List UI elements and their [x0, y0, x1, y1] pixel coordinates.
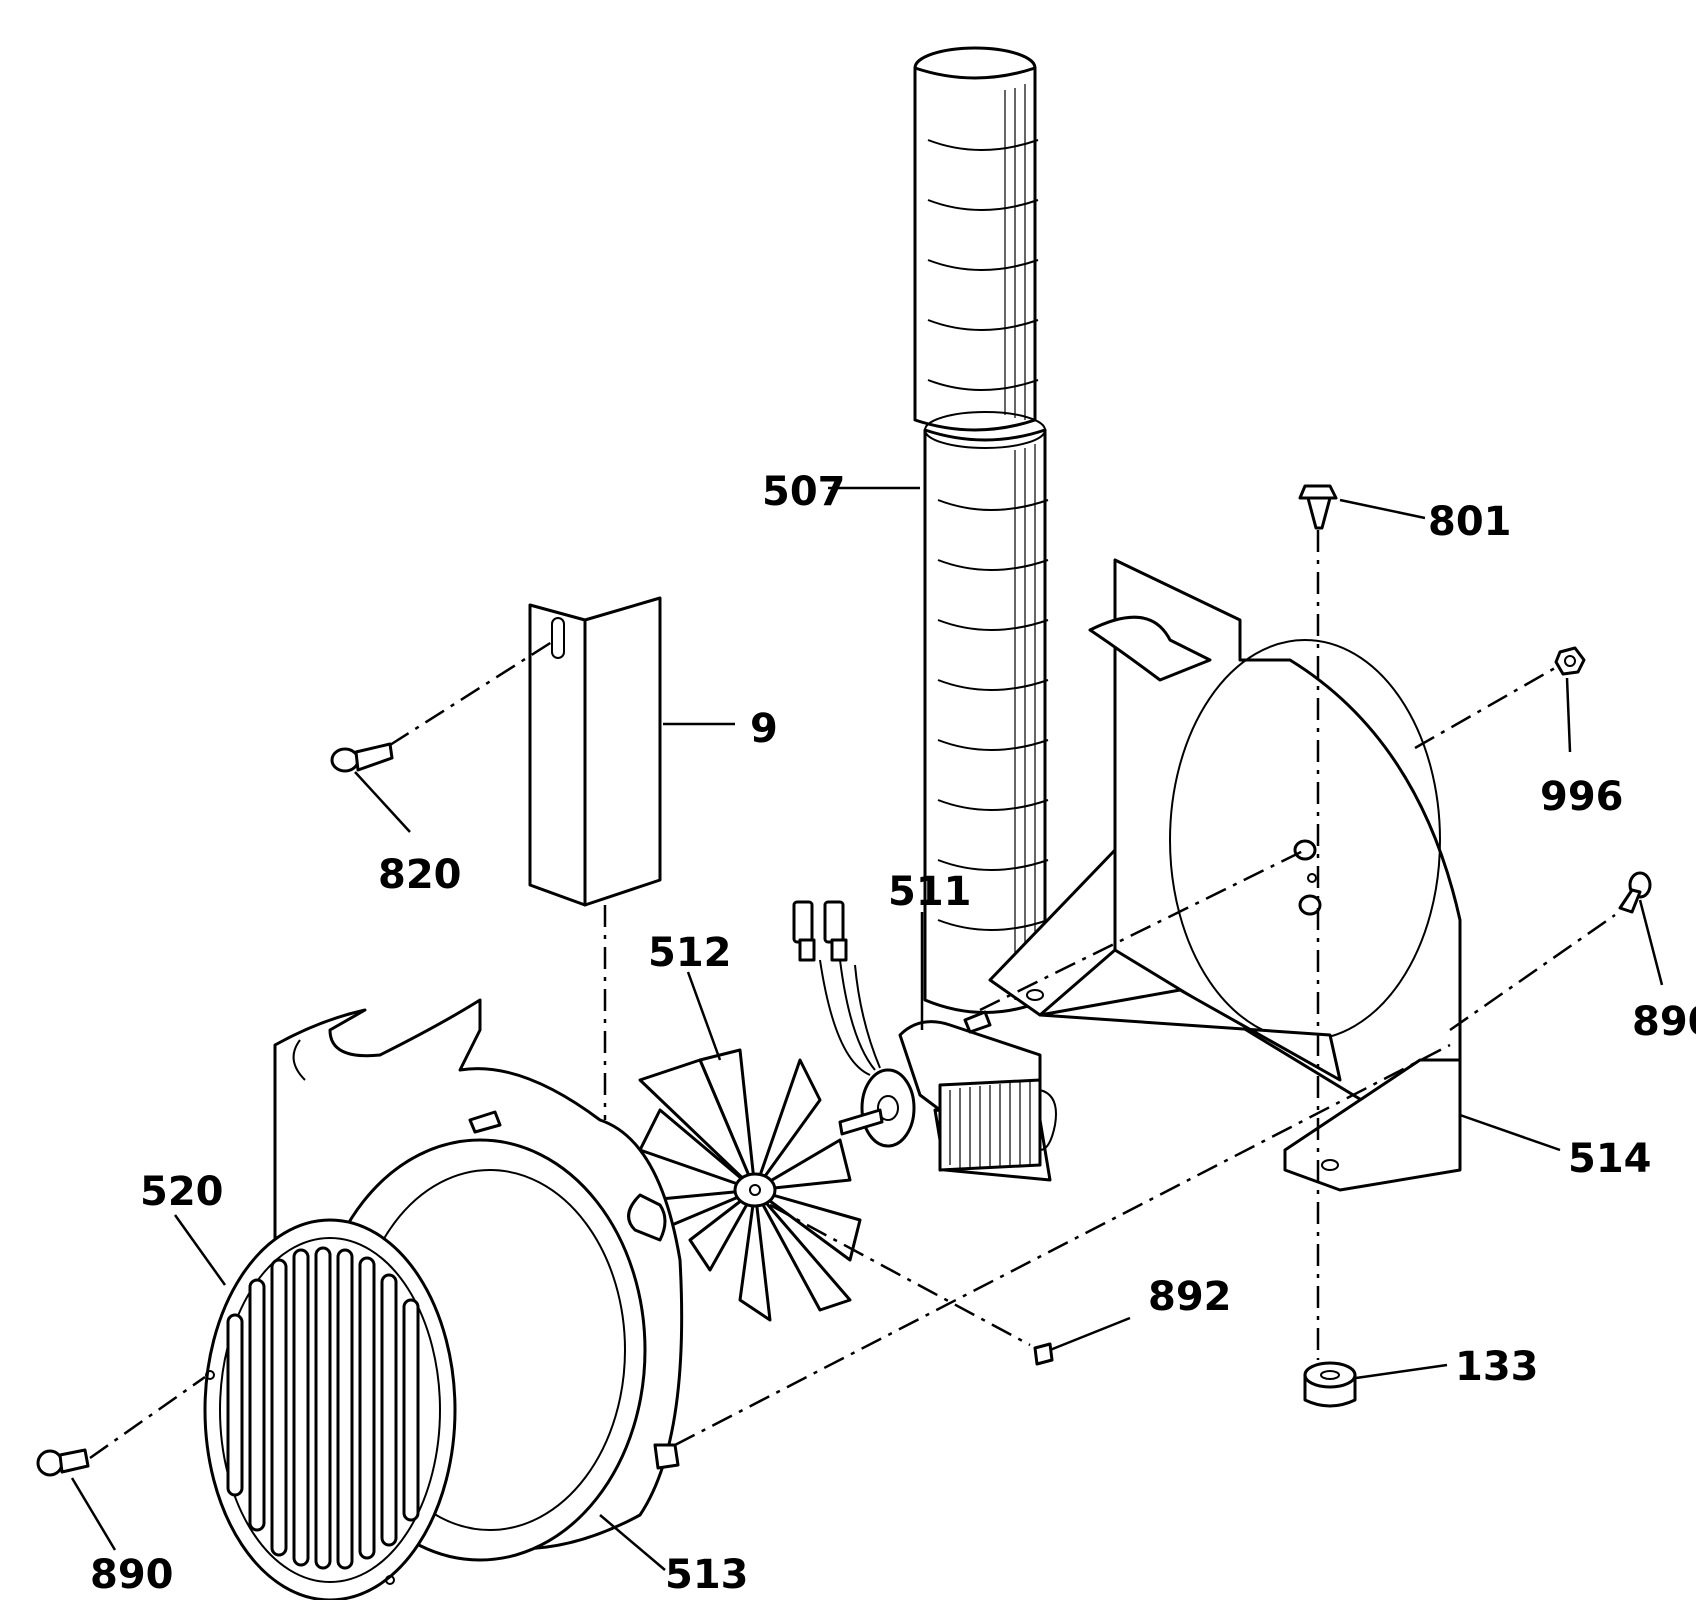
callout-820: 820 — [378, 852, 462, 898]
callout-520: 520 — [140, 1169, 224, 1215]
part-507-blower-tube — [913, 46, 1049, 1014]
part-996-nut — [1554, 646, 1586, 676]
part-890-right-screw — [1618, 871, 1652, 914]
part-callouts: 507 801 9 820 996 511 512 890 514 520 89… — [90, 469, 1696, 1598]
callout-892: 892 — [1148, 1274, 1232, 1320]
callout-511: 511 — [888, 869, 972, 915]
callout-890-left: 890 — [90, 1552, 174, 1598]
callout-9: 9 — [750, 706, 778, 752]
part-511-motor — [838, 1010, 1057, 1182]
assembly-alignment-lines — [89, 530, 1616, 1460]
part-514-mount-frame — [988, 558, 1462, 1192]
callout-507: 507 — [762, 469, 846, 515]
callout-801: 801 — [1428, 499, 1512, 545]
part-512-fan-blade — [638, 1048, 862, 1322]
leader-lines — [70, 486, 1664, 1571]
callout-890-right: 890 — [1632, 999, 1696, 1045]
part-520-grille — [203, 1218, 457, 1600]
part-133-grommet — [1303, 1361, 1357, 1408]
part-890-left-screw — [36, 1448, 90, 1477]
callout-996: 996 — [1540, 774, 1624, 820]
part-801-screw — [1298, 484, 1338, 530]
motor-wire-leads — [792, 900, 881, 1076]
part-9-bracket — [528, 596, 662, 907]
part-820-screw — [330, 742, 394, 773]
callout-512: 512 — [648, 930, 732, 976]
part-892-set-screw — [1033, 1342, 1054, 1366]
callout-514: 514 — [1568, 1136, 1652, 1182]
callout-133: 133 — [1455, 1344, 1539, 1390]
callout-513: 513 — [665, 1552, 749, 1598]
